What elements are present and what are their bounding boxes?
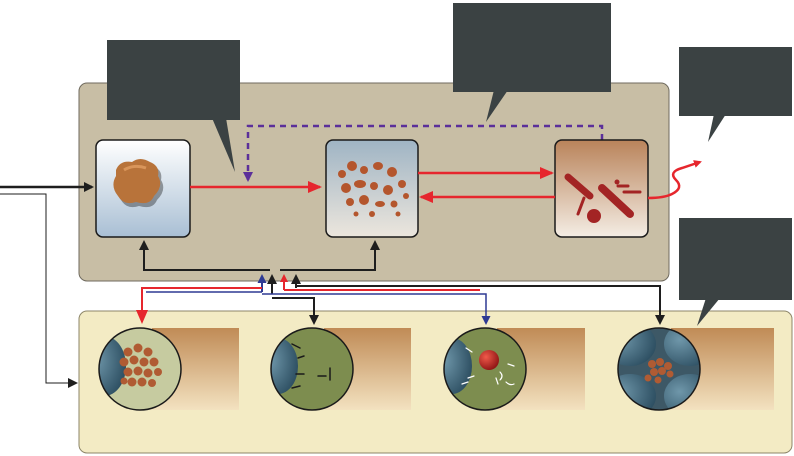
particle-cluster-circle-icon — [119, 343, 162, 387]
wavy-exit-arrow — [647, 160, 702, 200]
connector-blue-to-circle3 — [262, 293, 491, 325]
lower-circle-particle-cluster — [98, 327, 182, 411]
lower-circle-red-sphere — [443, 327, 527, 411]
fragmented-particles-icon — [338, 161, 409, 217]
cluster-between-cells-circle-icon — [644, 358, 674, 384]
dashes-circle-icon — [291, 343, 331, 389]
input-arrow-lower — [0, 193, 78, 388]
state-box-single-particle — [95, 139, 191, 238]
callout-top-right — [679, 47, 792, 142]
connector-black-to-circle4 — [296, 285, 665, 325]
state-box-rod-particles — [554, 139, 649, 238]
black-bracket-box2 — [280, 240, 380, 271]
red-sphere-circle-icon — [461, 347, 515, 386]
lower-circle-cluster-between-cells — [617, 327, 701, 411]
rod-particles-icon — [564, 173, 642, 223]
dashed-feedback-arrow — [243, 124, 604, 182]
single-particle-icon — [113, 159, 164, 208]
connector-red-to-circle1 — [136, 287, 262, 324]
callout-lower-right — [679, 218, 792, 326]
connector-black-to-circle2 — [272, 297, 319, 325]
state-box-fragmented-particles — [325, 139, 419, 238]
lower-panel — [78, 310, 793, 454]
lower-circle-dashes — [270, 327, 354, 411]
callout-top-left — [107, 40, 240, 172]
callout-top-center — [453, 3, 611, 122]
black-bracket-box1 — [139, 240, 270, 271]
